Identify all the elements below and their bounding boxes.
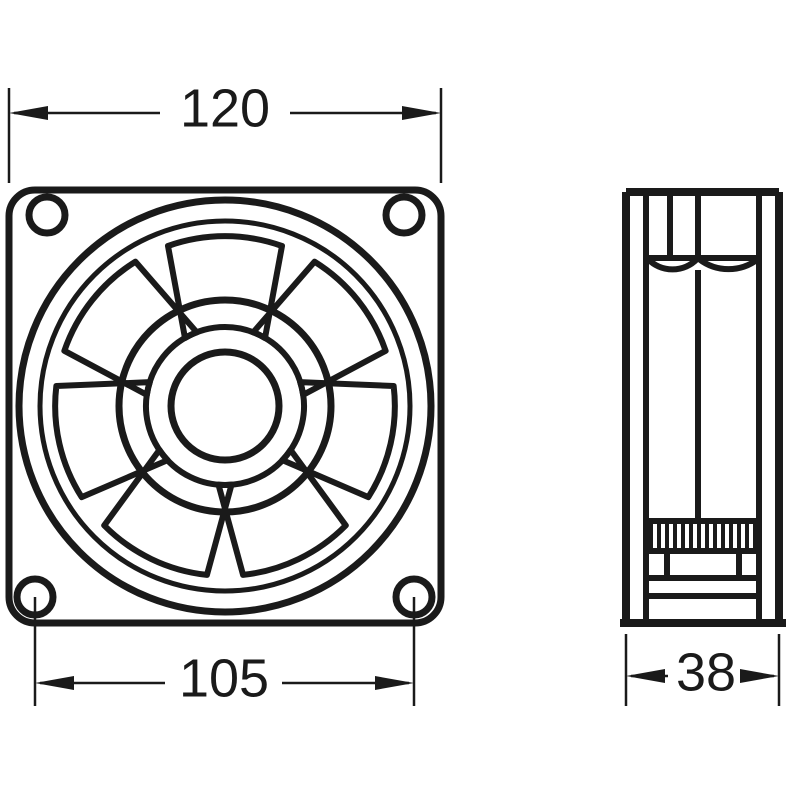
- side-blade-arc-left: [645, 256, 700, 273]
- grille-blade-group: [52, 233, 398, 578]
- hub-outer-circle: [115, 296, 335, 516]
- arrow-head-right: [375, 676, 414, 690]
- arrow-head-right: [402, 106, 441, 120]
- venturi-inner-circle: [37, 218, 413, 594]
- side-blade-arc-right: [697, 256, 760, 273]
- arrow-head-left: [626, 669, 665, 683]
- dimension-hole-spacing: 105: [33, 597, 416, 708]
- arrow-head-left: [35, 676, 74, 690]
- fan-frame-outline: [5, 186, 445, 627]
- side-view: [620, 188, 786, 627]
- mounting-hole-top-left: [25, 193, 69, 237]
- dimension-label-hole-spacing: 105: [179, 648, 269, 708]
- hub-inner-circle: [167, 348, 283, 464]
- grille-blade-7: [61, 258, 200, 398]
- arrow-head-right: [740, 669, 779, 683]
- dimension-overall-depth: 38: [624, 634, 781, 706]
- arrow-head-left: [9, 106, 48, 120]
- front-view: [5, 186, 445, 627]
- side-rib-band: [649, 523, 757, 551]
- venturi-outer-circle: [15, 196, 435, 616]
- dimension-label-width: 120: [180, 78, 270, 138]
- dimension-overall-width: 120: [7, 78, 443, 183]
- mounting-hole-top-right: [382, 193, 426, 237]
- dimension-label-depth: 38: [676, 642, 736, 702]
